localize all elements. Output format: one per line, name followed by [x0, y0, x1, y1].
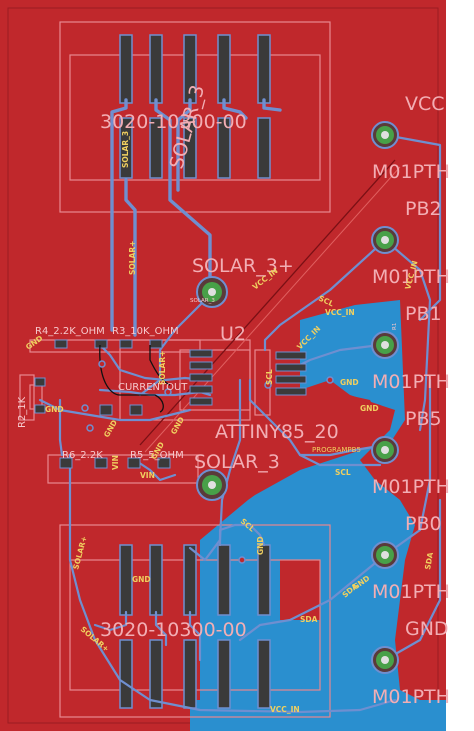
vias [81, 360, 334, 564]
attiny-label: ATTINY85_20 [215, 421, 339, 443]
solar3-pad [196, 469, 228, 501]
r3-label: R3_10K_OHM [112, 326, 179, 337]
solar3-plus-pad [196, 276, 228, 308]
solar-panel-top-outline [59, 21, 331, 213]
r2-label: R2_1K [17, 396, 28, 428]
pb1-header-pad [371, 331, 399, 359]
vcc-pin-part: M01PTH [372, 161, 450, 183]
pb5-header-pad [371, 436, 399, 464]
programpb5-label: PROGRAMPB5 [312, 446, 361, 454]
u2-label: U2 [220, 323, 246, 345]
svg-text:GND: GND [340, 378, 359, 387]
solar3-label: SOLAR_3 [194, 451, 280, 473]
gnd-header-pad [371, 646, 399, 674]
pb1-pin-part: M01PTH [372, 371, 450, 393]
pb2-pin-label: PB2 [405, 198, 442, 220]
svg-text:GND: GND [45, 405, 64, 414]
svg-text:SOLAR+: SOLAR+ [158, 351, 167, 385]
pb0-pin-part: M01PTH [372, 581, 450, 603]
gnd-pin-label: GND [405, 618, 449, 640]
pb2-pin-part: M01PTH [372, 266, 450, 288]
pb0-pin-label: PB0 [405, 513, 442, 535]
header-labels: VCC M01PTH PB2 M01PTH PB1 M01PTH PB5 M01… [372, 93, 450, 708]
through-hole-pads [196, 121, 399, 674]
r5-label: R6_2.2K [62, 450, 103, 461]
svg-text:GND: GND [360, 404, 379, 413]
vcc-pin-label: VCC [405, 93, 445, 115]
pb0-header-pad [371, 541, 399, 569]
svg-text:SDA: SDA [423, 551, 435, 570]
svg-text:SDA: SDA [300, 615, 318, 624]
copper-traces [38, 98, 442, 714]
solar3-plus-label: SOLAR_3+ [192, 255, 294, 277]
smd-resistors [34, 339, 171, 469]
solar-panel-bottom-outline [59, 524, 331, 718]
svg-text:GND: GND [256, 536, 265, 555]
svg-text:GND: GND [132, 575, 151, 584]
svg-text:VCC_IN: VCC_IN [270, 705, 300, 714]
svg-text:SOLAR_3: SOLAR_3 [121, 131, 130, 168]
svg-text:VIN: VIN [140, 471, 155, 480]
svg-text:SCL: SCL [335, 468, 351, 477]
svg-text:SCL: SCL [265, 369, 274, 385]
gnd-pin-part: M01PTH [372, 686, 450, 708]
pb1-pin-label: PB1 [405, 303, 442, 325]
svg-text:VIN: VIN [111, 455, 120, 470]
u2-pads [189, 349, 307, 406]
currentout-label: CURRENTOUT [118, 382, 188, 393]
pb5-pin-part: M01PTH [372, 476, 450, 498]
solar-panel-bottom-label: 3020-10300-00 [100, 619, 247, 641]
vcc-header-pad [371, 121, 399, 149]
pb5-pin-label: PB5 [405, 408, 442, 430]
svg-text:VCC_IN: VCC_IN [325, 308, 355, 317]
r6-label: R5_5_OHM [130, 450, 184, 461]
pb2-header-pad [371, 226, 399, 254]
solar3-pad-label: SOLAR_3 [190, 298, 215, 304]
svg-text:SOLAR+: SOLAR+ [128, 241, 137, 275]
r1-label: R1 [392, 323, 398, 330]
solar-panel-top-label: 3020-10300-00 [100, 111, 247, 133]
r4-label: R4_2.2K_OHM [35, 326, 105, 337]
